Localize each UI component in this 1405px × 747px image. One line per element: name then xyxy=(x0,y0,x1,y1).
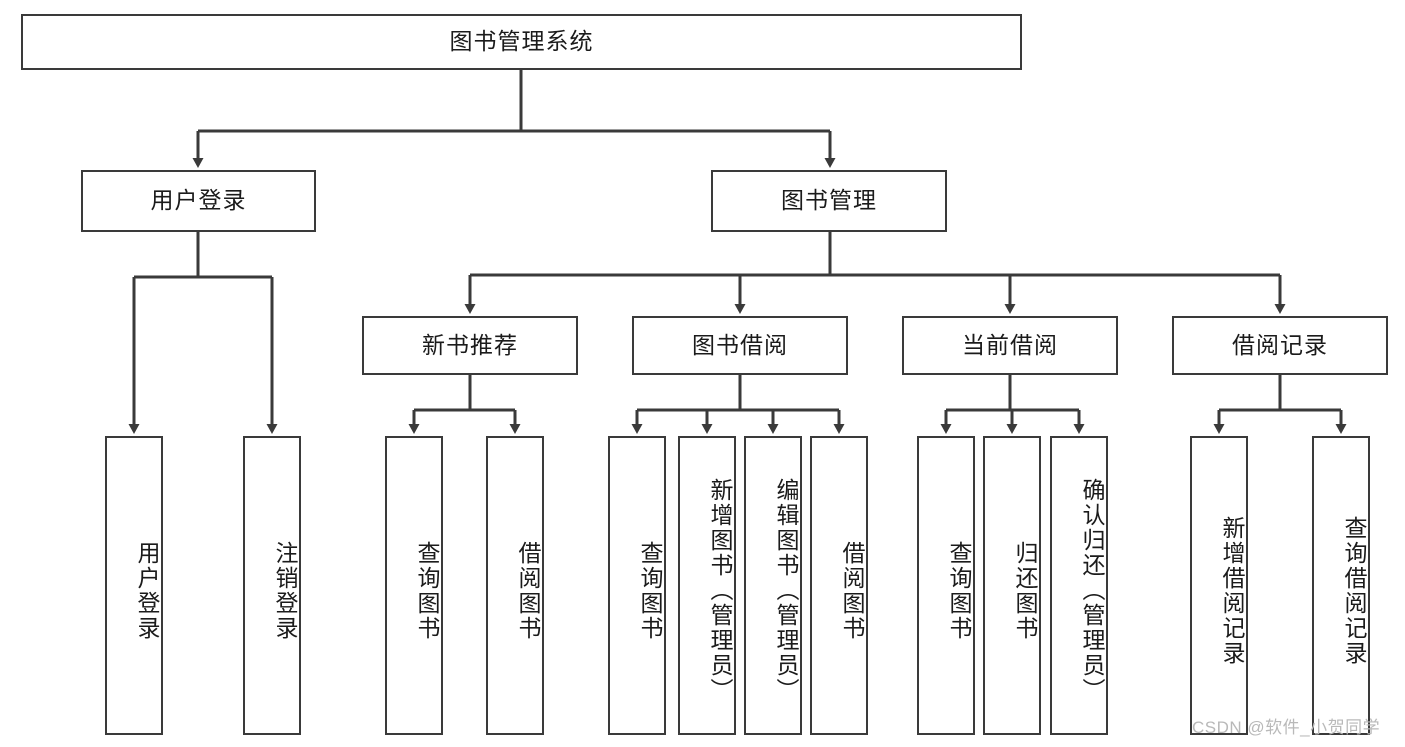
leaf-query-book-current[interactable]: 查询图书 xyxy=(917,436,975,735)
node-label: 用户登录 xyxy=(150,187,247,214)
leaf-confirm-return-admin[interactable]: 确认归还（管理员） xyxy=(1050,436,1108,735)
leaf-add-book-admin[interactable]: 新增图书（管理员） xyxy=(678,436,736,735)
node-label: 用户登录 xyxy=(134,540,160,641)
leaf-borrow-book-recommend[interactable]: 借阅图书 xyxy=(486,436,544,735)
node-label: 注销登录 xyxy=(272,540,298,641)
leaf-user-login[interactable]: 用户登录 xyxy=(105,436,163,735)
leaf-query-borrow-record[interactable]: 查询借阅记录 xyxy=(1312,436,1370,735)
node-label: 图书借阅 xyxy=(692,331,788,358)
node-label: 查询图书 xyxy=(946,540,972,641)
node-user-login[interactable]: 用户登录 xyxy=(81,170,316,232)
node-label: 新书推荐 xyxy=(422,331,518,358)
node-book-borrow[interactable]: 图书借阅 xyxy=(632,316,848,375)
node-label: 借阅记录 xyxy=(1232,331,1328,358)
watermark: CSDN @软件_小贺同学 xyxy=(1192,718,1381,737)
node-borrow-record[interactable]: 借阅记录 xyxy=(1172,316,1388,375)
node-label: 新增图书（管理员） xyxy=(707,478,733,703)
node-label: 图书管理系统 xyxy=(449,28,594,55)
node-label: 图书管理 xyxy=(781,187,877,214)
node-label: 新增借阅记录 xyxy=(1219,515,1245,666)
node-new-book-recommend[interactable]: 新书推荐 xyxy=(362,316,578,375)
leaf-user-logout[interactable]: 注销登录 xyxy=(243,436,301,735)
node-label: 当前借阅 xyxy=(962,331,1058,358)
node-label: 借阅图书 xyxy=(515,540,541,641)
node-current-borrow[interactable]: 当前借阅 xyxy=(902,316,1118,375)
node-label: 查询图书 xyxy=(414,540,440,641)
leaf-borrow-book[interactable]: 借阅图书 xyxy=(810,436,868,735)
leaf-return-book[interactable]: 归还图书 xyxy=(983,436,1041,735)
node-label: 查询借阅记录 xyxy=(1341,515,1367,666)
leaf-add-borrow-record[interactable]: 新增借阅记录 xyxy=(1190,436,1248,735)
leaf-edit-book-admin[interactable]: 编辑图书（管理员） xyxy=(744,436,802,735)
node-book-management[interactable]: 图书管理 xyxy=(711,170,947,232)
node-label: 编辑图书（管理员） xyxy=(773,478,799,703)
node-label: 借阅图书 xyxy=(839,540,865,641)
node-label: 查询图书 xyxy=(637,540,663,641)
leaf-query-book-borrow[interactable]: 查询图书 xyxy=(608,436,666,735)
node-label: 归还图书 xyxy=(1012,540,1038,641)
node-label: 确认归还（管理员） xyxy=(1079,478,1105,703)
leaf-query-book-recommend[interactable]: 查询图书 xyxy=(385,436,443,735)
node-root[interactable]: 图书管理系统 xyxy=(21,14,1022,70)
